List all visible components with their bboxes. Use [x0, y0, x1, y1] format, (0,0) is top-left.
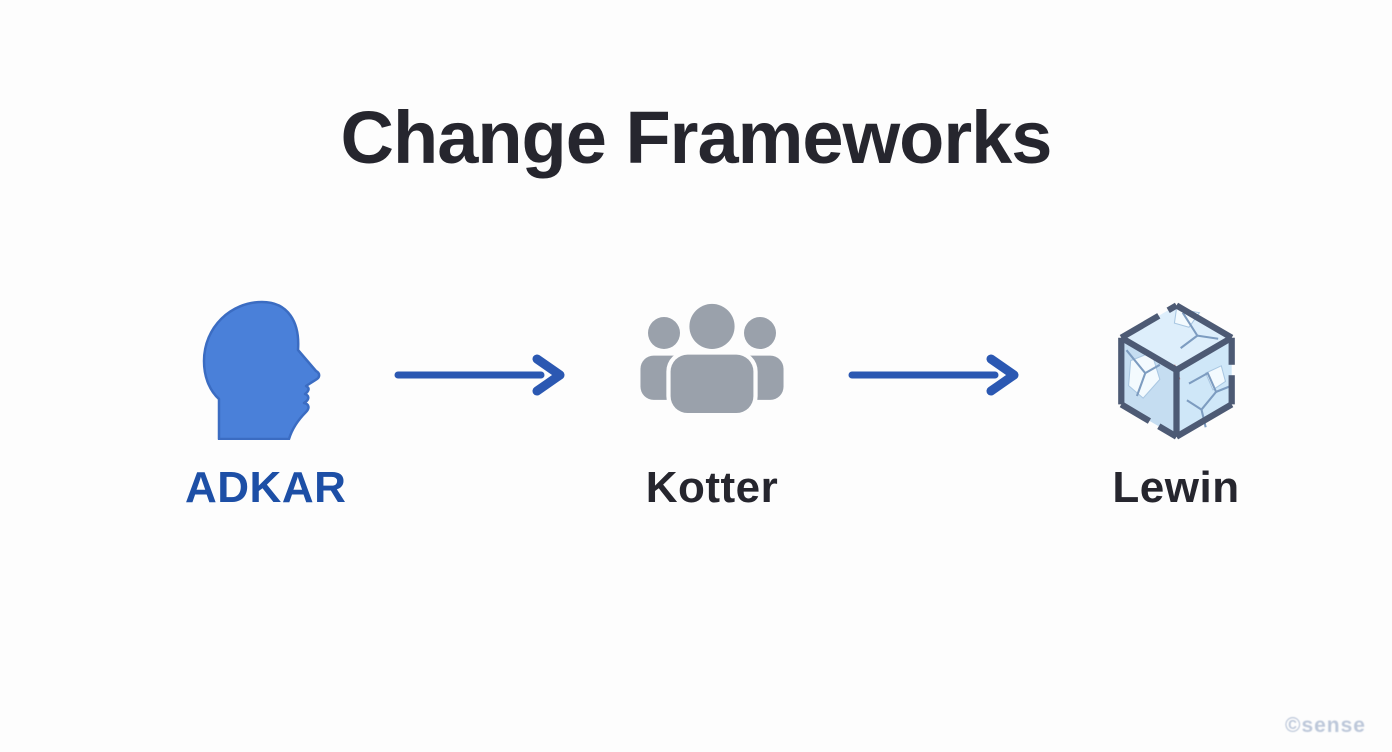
person-right-head [744, 317, 776, 350]
framework-label-adkar: ADKAR [185, 463, 347, 512]
person-center-body [666, 350, 758, 415]
framework-lewin: Lewin [1094, 300, 1258, 510]
kotter-icon-wrap [630, 300, 794, 440]
arrow-head [986, 354, 1019, 396]
arrow-right-icon [394, 354, 565, 396]
framework-kotter: Kotter [630, 300, 794, 510]
framework-label-lewin: Lewin [1112, 463, 1240, 512]
cube-top-face [1120, 305, 1232, 370]
cracked-ice-cube-icon [1117, 302, 1235, 440]
people-group-icon [640, 300, 784, 415]
framework-label-kotter: Kotter [645, 463, 779, 512]
arrow-right-icon [848, 354, 1019, 396]
head-silhouette [202, 300, 321, 440]
head-profile-icon [202, 300, 321, 440]
adkar-icon-wrap [185, 300, 337, 440]
person-center-head [685, 300, 739, 354]
framework-adkar: ADKAR [185, 300, 347, 512]
watermark: ©sense [1284, 714, 1366, 737]
person-left-head [648, 317, 680, 350]
cube-edges [1117, 302, 1235, 440]
page-title: Change Frameworks [340, 96, 1053, 179]
arrow-head [532, 354, 565, 396]
lewin-icon-wrap [1094, 300, 1258, 440]
